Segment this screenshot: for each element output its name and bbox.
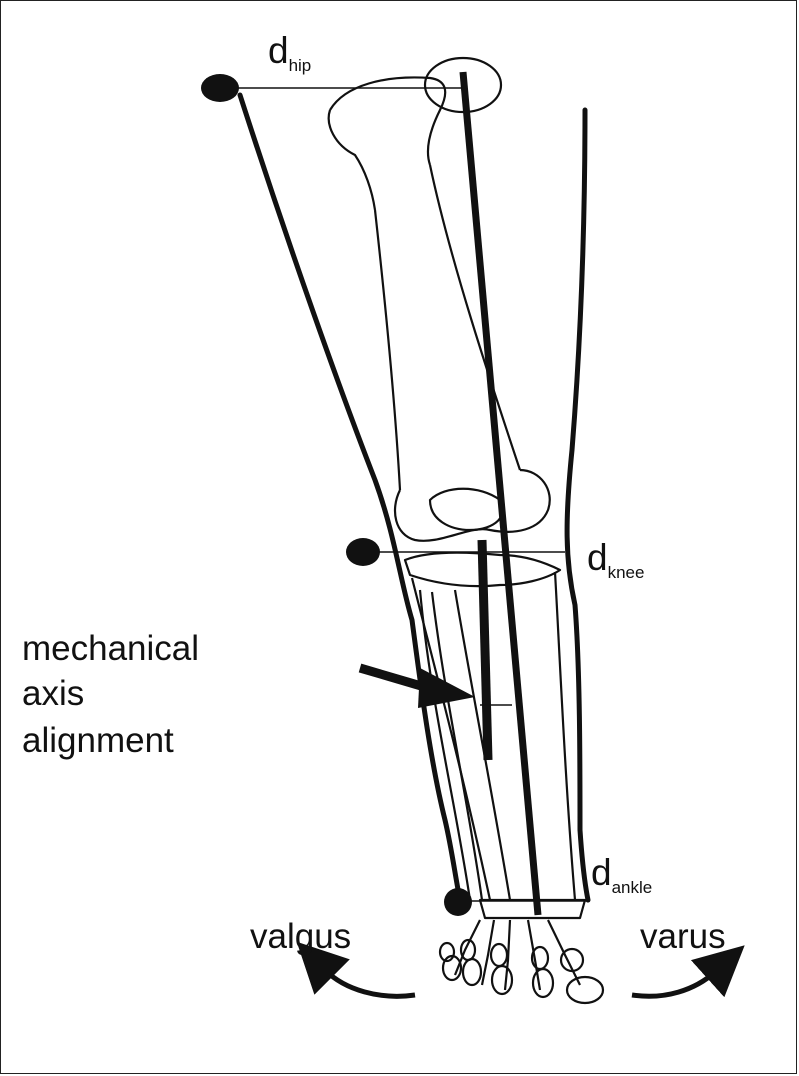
leg-outline-medial: [567, 110, 588, 900]
ankle-block: [480, 900, 585, 918]
leg-outline: [240, 95, 588, 900]
ankle-dot: [444, 888, 472, 916]
skeleton: [329, 58, 603, 1003]
leg-outline-lateral: [240, 95, 460, 900]
mechanical-axis-line: [463, 72, 538, 915]
mechanical-axis-label: mechanical axis alignment: [22, 629, 209, 760]
foot-toes: [440, 920, 603, 1003]
d-knee-label: dknee: [587, 537, 644, 582]
landmark-dots: [201, 74, 472, 916]
femur-shaft-lateral: [375, 210, 400, 490]
tibia-medial: [555, 572, 575, 900]
greater-trochanter: [329, 110, 375, 210]
axis-segment-tibia: [482, 540, 488, 760]
valgus-label: valgus: [250, 917, 351, 956]
d-hip-label: dhip: [268, 30, 311, 75]
fibula-inner: [432, 592, 482, 900]
valgus-arrow: [325, 970, 415, 996]
hip-dot: [201, 74, 239, 102]
varus-label: varus: [640, 917, 726, 956]
rotation-arrows: [325, 970, 715, 996]
measurement-lines: [222, 72, 590, 915]
patella: [430, 489, 503, 530]
knee-dot: [346, 538, 380, 566]
d-ankle-label: dankle: [591, 852, 652, 897]
varus-arrow: [632, 972, 715, 996]
